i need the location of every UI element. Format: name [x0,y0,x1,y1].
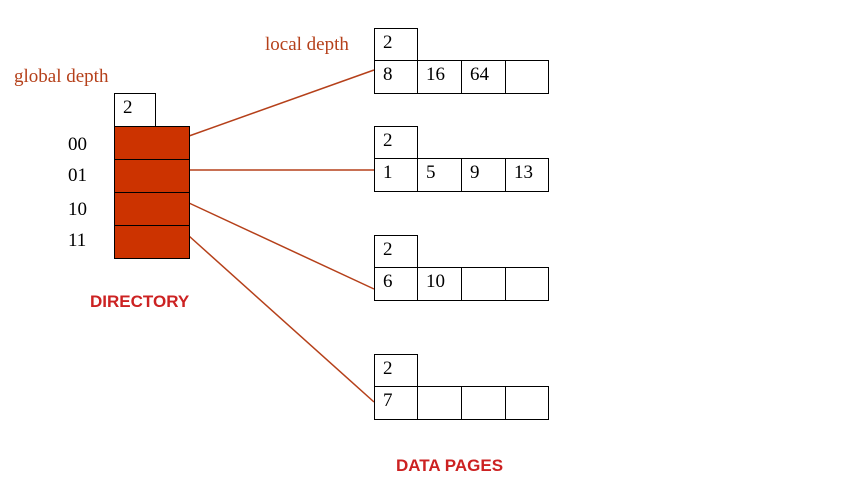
local-depth-box: 2 [374,126,418,159]
directory-cell-01 [114,159,190,193]
page-slot: 16 [417,60,462,94]
page-slot: 8 [374,60,418,94]
directory-entry-label: 11 [68,230,87,251]
page-slot: 6 [374,267,418,301]
page-slot: 7 [374,386,418,420]
page-slot: 13 [505,158,549,192]
page-slot [417,386,462,420]
page-slot: 1 [374,158,418,192]
page-slot [461,267,506,301]
pointer-00 [188,69,375,137]
page-slot [505,267,549,301]
directory-entry-label: 01 [68,165,87,186]
local-depth-box: 2 [374,235,418,268]
local-depth-box: 2 [374,354,418,387]
page-slot: 5 [417,158,462,192]
directory-entry-label: 10 [68,199,87,220]
directory-caption: DIRECTORY [90,292,190,311]
directory-entry-label: 00 [68,134,87,155]
data-pages-caption: DATA PAGES [396,456,504,475]
directory-cell-10 [114,192,190,226]
global-depth-box: 2 [114,93,156,127]
pointer-11 [188,235,375,403]
directory-cell-00 [114,126,190,160]
local-depth-box: 2 [374,28,418,61]
page-slot: 9 [461,158,506,192]
page-slot [461,386,506,420]
page-slot: 10 [417,267,462,301]
page-slot [505,386,549,420]
page-slot: 64 [461,60,506,94]
page-slot [505,60,549,94]
local-depth-label: local depth [265,34,349,55]
global-depth-label: global depth [14,66,109,87]
pointer-10 [188,202,375,290]
directory-cell-11 [114,225,190,259]
